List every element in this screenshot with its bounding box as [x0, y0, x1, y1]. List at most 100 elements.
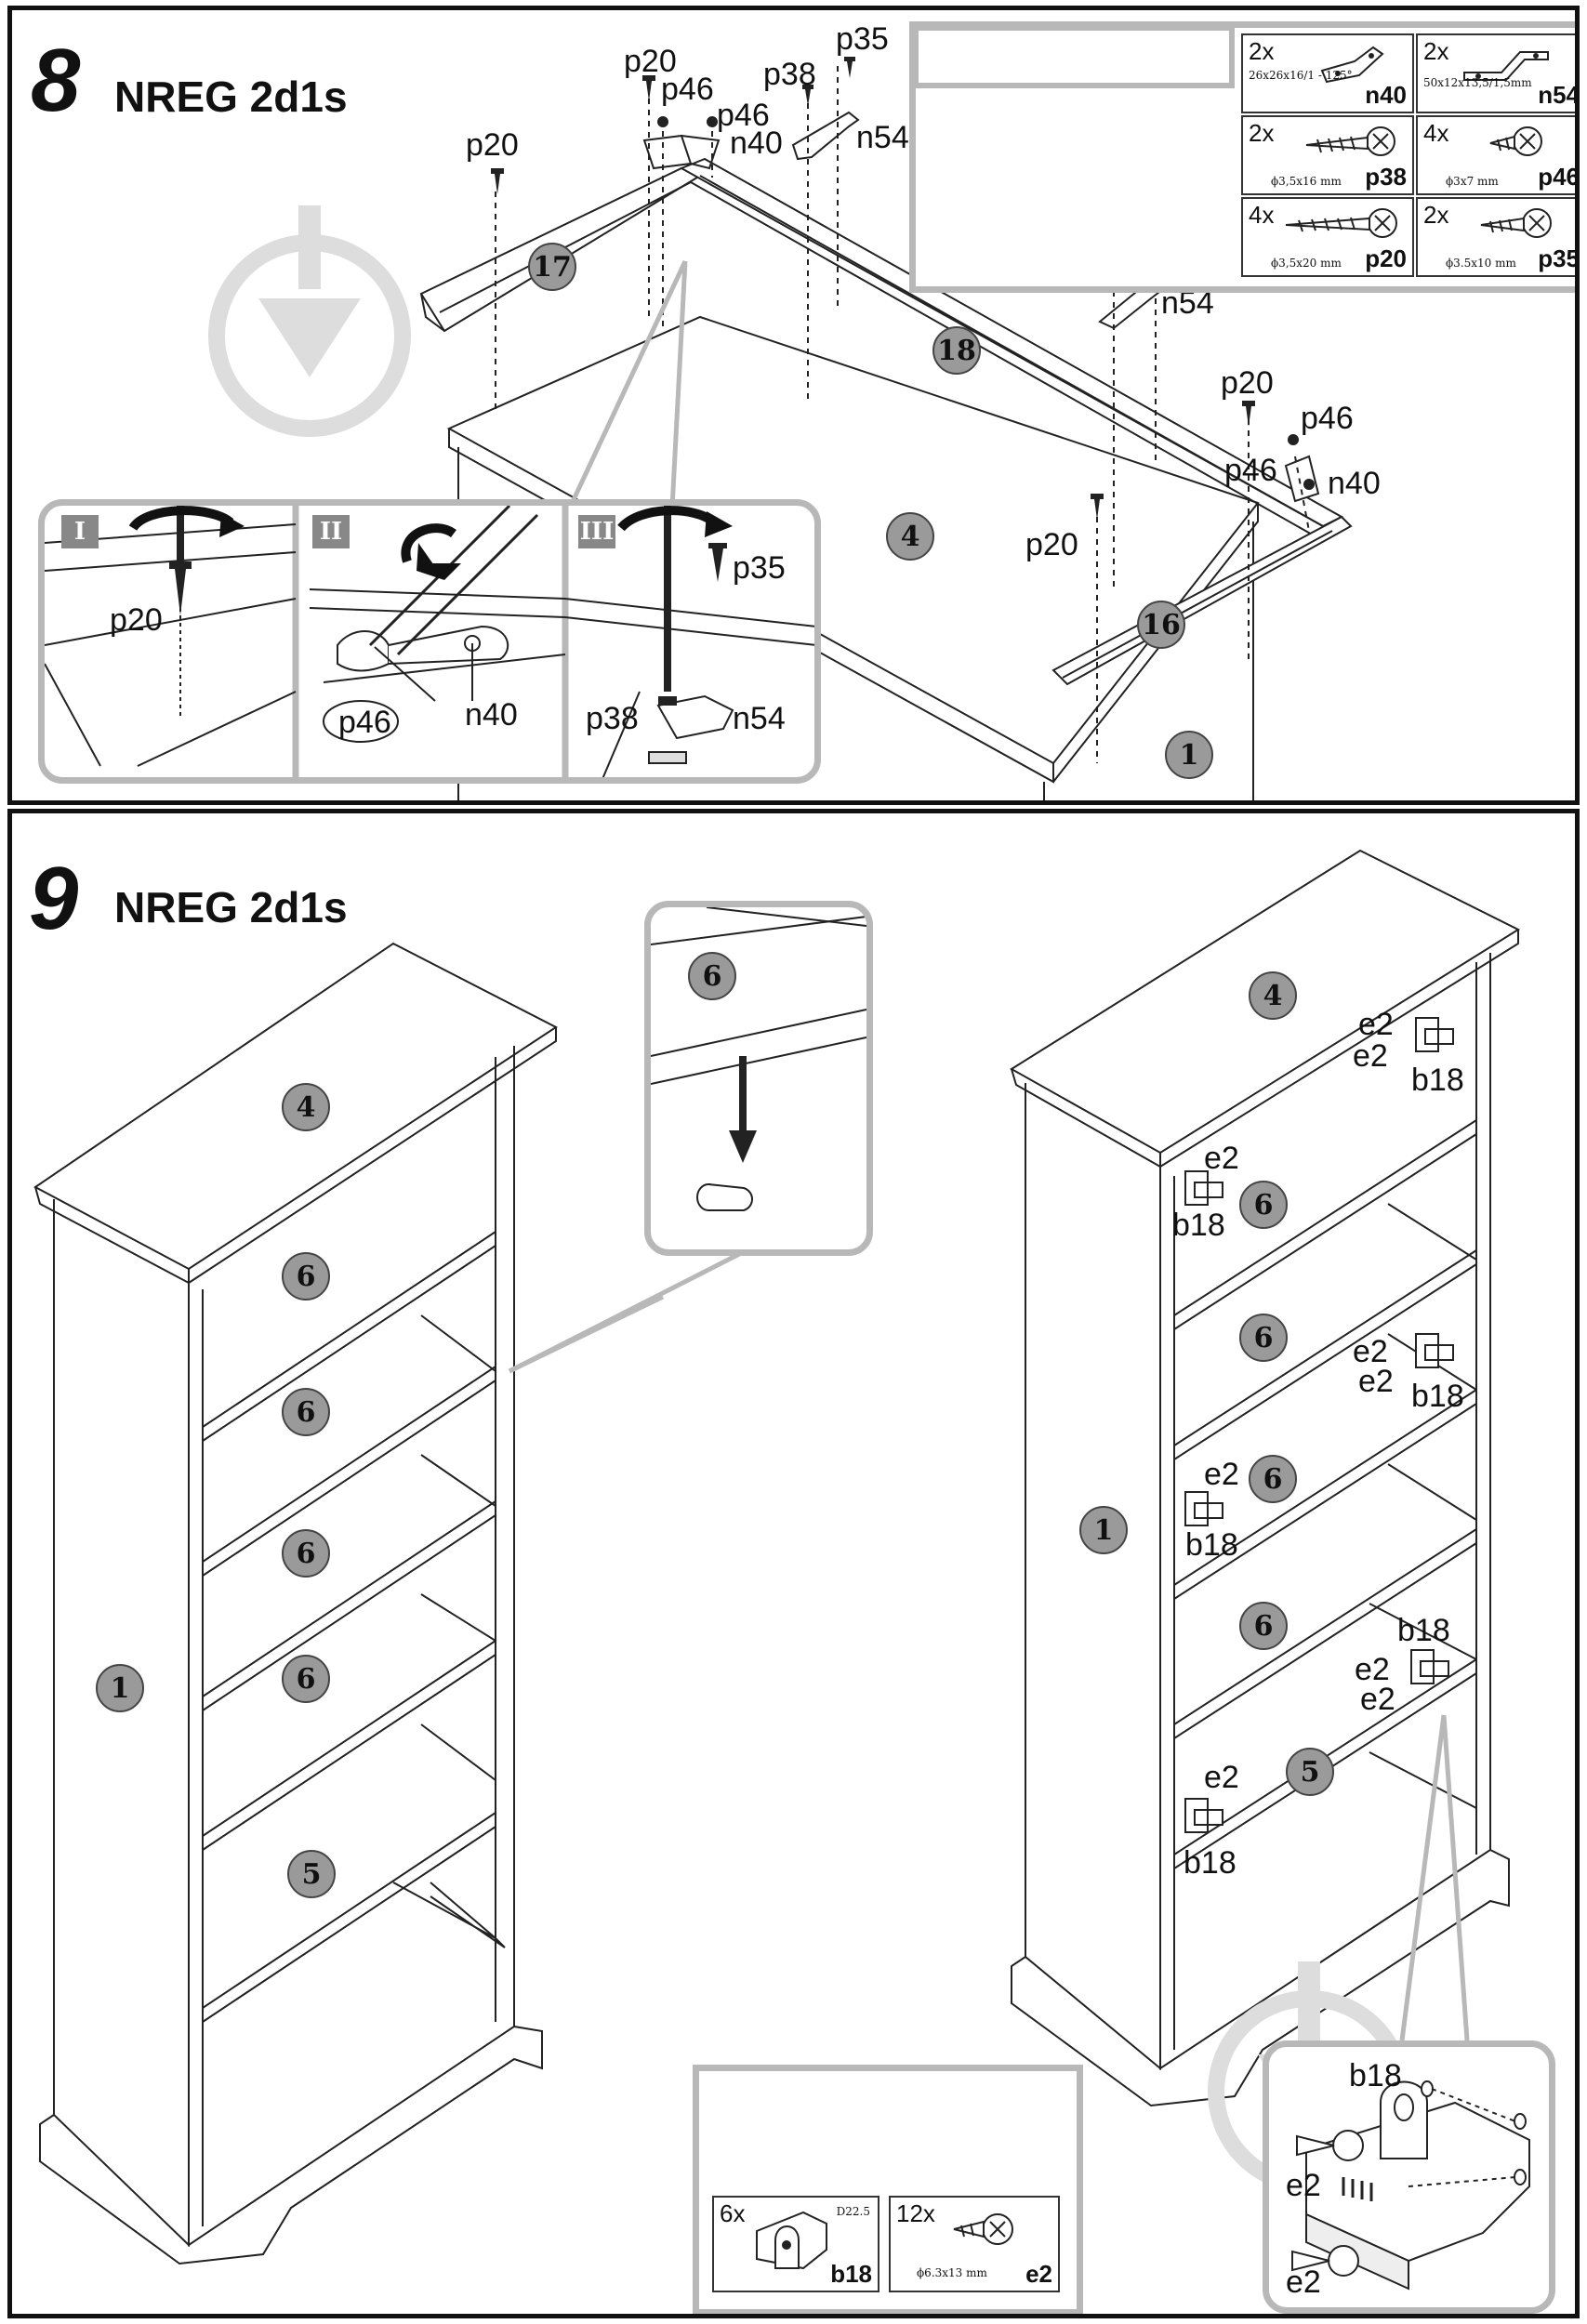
- part-16-badge: 16: [1137, 601, 1185, 649]
- part-1-badge: 1: [1165, 731, 1213, 779]
- left-top-4-badge: 4: [282, 1083, 330, 1131]
- label-n40: n40: [730, 125, 783, 161]
- left-shelf-6-badge: 6: [282, 1252, 330, 1301]
- left-bottom-5-badge: 5: [287, 1850, 336, 1898]
- label-b18: b18: [1185, 1527, 1238, 1563]
- label-e2: e2: [1353, 1038, 1388, 1074]
- step-title: NREG 2d1s: [114, 883, 348, 931]
- part-code: n40: [1365, 81, 1407, 109]
- screw-icon: [953, 2213, 1013, 2245]
- part-p46-cell: 4x ϕ3x7 mm p46: [1416, 115, 1580, 195]
- step-9-panel: 9 NREG 2d1s: [7, 809, 1580, 2318]
- left-side-1-badge: 1: [96, 1664, 144, 1712]
- part-n40-cell: 2x 26x26x16/1 - 125° n40: [1241, 33, 1414, 113]
- left-shelf-6-badge: 6: [282, 1529, 330, 1578]
- label-p38: p38: [763, 57, 816, 92]
- right-side-1-badge: 1: [1079, 1506, 1128, 1554]
- step-number: 8: [31, 31, 81, 130]
- angle-bracket-icon: [1320, 46, 1384, 84]
- label-n40: n40: [465, 697, 518, 733]
- part-n54-cell: 2x 50x12x13,5/1,5mm n54: [1416, 33, 1580, 113]
- left-shelf-6-badge: 6: [282, 1655, 330, 1703]
- part-code: n54: [1538, 81, 1580, 109]
- right-shelf-6-badge: 6: [1239, 1314, 1288, 1362]
- right-shelf-6-badge: 6: [1239, 1181, 1288, 1229]
- part-p38-cell: 2x ϕ3,5x16 mm p38: [1241, 115, 1414, 195]
- shelf-pin-detail: 6: [644, 901, 873, 1256]
- step-8-parts-list: 2x 26x26x16/1 - 125° n40 2x 50x12x13,5/1…: [909, 21, 1580, 293]
- label-n40: n40: [1328, 466, 1381, 501]
- label-p35: p35: [836, 21, 889, 57]
- part-dims: ϕ3,5x16 mm: [1271, 175, 1342, 188]
- label-p20: p20: [1025, 527, 1078, 562]
- part-4-badge: 4: [886, 512, 934, 561]
- part-code: b18: [830, 2260, 872, 2288]
- label-b18: b18: [1397, 1613, 1450, 1648]
- shelf-6-badge: 6: [688, 952, 736, 1000]
- part-code: p46: [1538, 163, 1580, 191]
- label-p46: p46: [338, 705, 391, 740]
- label-n54: n54: [733, 701, 786, 736]
- long-screw-icon: [1285, 208, 1397, 238]
- label-e2: e2: [1286, 2265, 1321, 2300]
- label-e2: e2: [1353, 1334, 1388, 1369]
- label-p46: p46: [717, 98, 770, 133]
- part-dims: ϕ3.5x10 mm: [1446, 257, 1516, 270]
- label-p46: p46: [1224, 453, 1277, 488]
- part-qty: 2x: [1423, 37, 1449, 65]
- screw-icon: [1480, 208, 1552, 238]
- part-code: p35: [1538, 244, 1580, 272]
- label-e2: e2: [1360, 1682, 1395, 1717]
- hinge-plate-icon: [756, 2211, 827, 2270]
- label-b18: b18: [1184, 1845, 1237, 1881]
- label-e2: e2: [1355, 1652, 1390, 1687]
- part-b18-cell: 6x D22.5 b18: [712, 2196, 879, 2292]
- label-e2: e2: [1358, 1364, 1394, 1399]
- label-e2: e2: [1286, 2168, 1321, 2203]
- part-code: p20: [1365, 244, 1407, 272]
- part-dims: ϕ3,5x20 mm: [1271, 257, 1342, 270]
- label-p20: p20: [110, 602, 163, 638]
- left-shelf-6-badge: 6: [282, 1388, 330, 1436]
- label-b18: b18: [1172, 1208, 1225, 1243]
- label-p46: p46: [661, 72, 714, 107]
- label-p46: p46: [1301, 401, 1354, 436]
- detail-roman-ii: II: [312, 515, 350, 548]
- label-p35: p35: [733, 550, 786, 586]
- label-e2: e2: [1204, 1760, 1239, 1795]
- label-n54: n54: [856, 120, 909, 155]
- label-p20: p20: [466, 127, 519, 163]
- hinge-plate-detail: b18 e2 e2: [1263, 2040, 1555, 2314]
- detail-insets: I II III p20 p46 n40 p35 p38 n54: [38, 499, 821, 784]
- short-screw-icon: [1489, 126, 1542, 156]
- part-qty: 2x: [1423, 201, 1449, 229]
- part-dims: 50x12x13,5/1,5mm: [1423, 76, 1532, 89]
- label-b18: b18: [1411, 1379, 1464, 1414]
- step-9-parts-list: 6x D22.5 b18 12x ϕ6.3x13 mm e2: [693, 2065, 1083, 2314]
- label-e2: e2: [1358, 1007, 1394, 1042]
- part-dims: ϕ3x7 mm: [1446, 175, 1499, 188]
- right-top-4-badge: 4: [1249, 971, 1297, 1020]
- part-qty: 2x: [1249, 37, 1275, 65]
- right-shelf-6-badge: 6: [1249, 1455, 1297, 1503]
- step-number: 9: [29, 849, 79, 948]
- part-code: p38: [1365, 163, 1407, 191]
- detail-roman-iii: III: [578, 515, 615, 548]
- label-e2: e2: [1204, 1457, 1239, 1492]
- label-p20: p20: [1221, 365, 1274, 401]
- label-b18: b18: [1411, 1063, 1464, 1098]
- part-e2-cell: 12x ϕ6.3x13 mm e2: [889, 2196, 1060, 2292]
- part-code: e2: [1025, 2260, 1052, 2288]
- part-p20-cell: 4x ϕ3,5x20 mm p20: [1241, 197, 1414, 277]
- screw-icon: [1305, 126, 1395, 156]
- right-shelf-6-badge: 6: [1239, 1602, 1288, 1650]
- part-17-badge: 17: [528, 243, 576, 291]
- part-dims: 26x26x16/1 - 125°: [1249, 69, 1353, 82]
- step-title: NREG 2d1s: [114, 73, 348, 121]
- plate-bracket-icon: [1463, 51, 1549, 81]
- part-dims: ϕ6.3x13 mm: [917, 2266, 987, 2279]
- label-p20: p20: [624, 44, 677, 79]
- label-e2: e2: [1204, 1141, 1239, 1176]
- part-qty: 6x: [720, 2199, 746, 2227]
- part-qty: 4x: [1249, 201, 1275, 229]
